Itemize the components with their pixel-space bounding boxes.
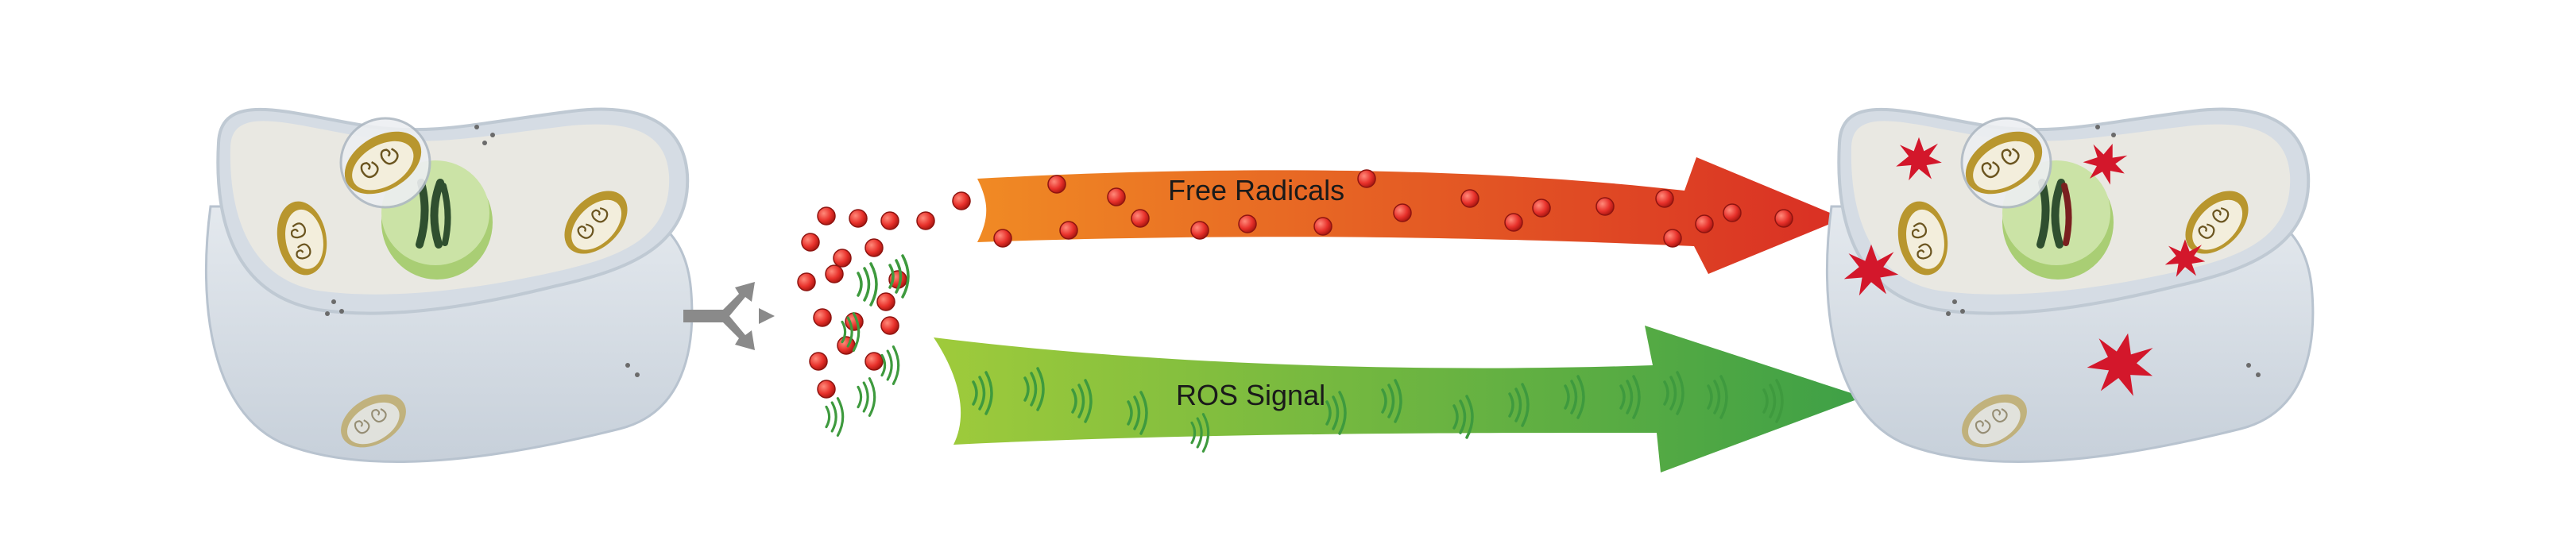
ros-wave [826,399,843,436]
free-radical [798,273,815,291]
free-radical [881,317,899,334]
free-radical [802,233,819,251]
free-radical [994,229,1011,247]
free-radical [814,309,831,326]
free-radical [826,265,843,283]
free-radical [818,207,835,225]
free-radical [810,353,827,370]
free-radical [1314,218,1332,235]
free-radical [1533,199,1550,217]
free-radical [1664,229,1681,247]
free-radicals-label: Free Radicals [1168,174,1344,206]
damaged-cell [1827,110,2312,462]
free-radical [1461,190,1479,207]
free-radical [917,212,934,229]
free-radical [1723,204,1741,222]
free-radical [1191,222,1209,239]
free-radical [1505,214,1522,231]
free-radical [1696,215,1713,233]
free-radical [1358,170,1375,187]
free-radical [837,337,855,354]
free-radical [1131,210,1149,227]
free-radical [1108,188,1125,206]
free-radical [1060,222,1077,239]
ros-signal-label: ROS Signal [1176,379,1325,411]
ros-wave [858,379,875,416]
healthy-cell [206,110,691,462]
free-radical [865,353,883,370]
branch-arrow [683,282,775,350]
free-radical [834,249,851,267]
free-radical [1596,198,1614,215]
free-radical [818,380,835,398]
ros-signal-arrow [934,326,1863,472]
free-radical [849,210,867,227]
free-radical [1775,210,1793,227]
free-radical [1239,215,1256,233]
free-radical [877,293,895,310]
free-radical [1656,190,1673,207]
free-radical [865,239,883,256]
free-radical [1048,175,1066,193]
free-radical [1394,204,1411,222]
free-radical [881,212,899,229]
free-radical [953,192,970,210]
ros-wave [858,264,876,305]
ros-wave [882,347,899,384]
